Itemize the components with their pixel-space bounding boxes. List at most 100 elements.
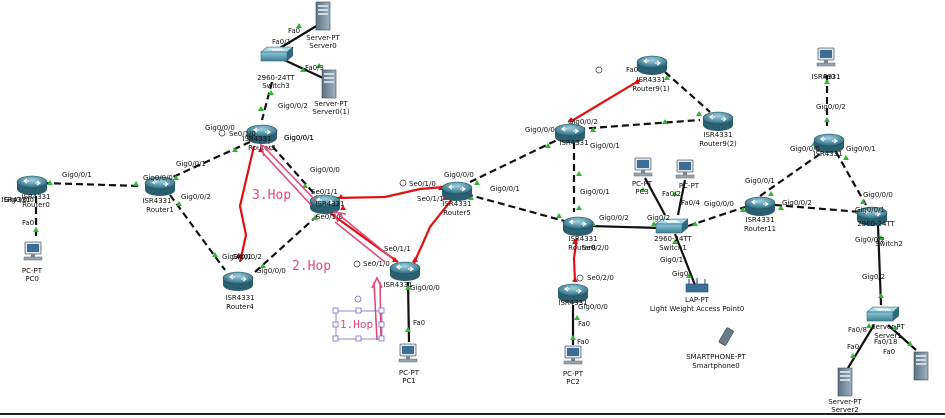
svg-text:Gig0/0/1: Gig0/0/1 bbox=[590, 142, 620, 150]
device-label: Router5 bbox=[443, 209, 471, 217]
router4[interactable]: ISR4331 Router4 bbox=[222, 271, 255, 311]
hop1-arrowhead bbox=[371, 276, 383, 289]
hop-annotations: 3.Hop 2.Hop 1.Hop bbox=[252, 143, 393, 342]
link-router11-router13 bbox=[759, 153, 821, 197]
device-model: Server-PT bbox=[306, 34, 340, 42]
svg-text:Gig0/0/1: Gig0/0/1 bbox=[490, 185, 520, 193]
svg-text:Gig0/0/1: Gig0/0/1 bbox=[745, 177, 775, 185]
svg-text:Fa0/1: Fa0/1 bbox=[272, 38, 291, 46]
rotate-handle[interactable] bbox=[354, 295, 362, 303]
svg-text:Fa0: Fa0 bbox=[288, 27, 300, 35]
link-router8-switch1 bbox=[589, 224, 661, 230]
link-router0-router1 bbox=[42, 181, 141, 188]
svg-text:Gig0/0/0: Gig0/0/0 bbox=[704, 200, 734, 208]
server-icon bbox=[913, 351, 929, 381]
access-point0[interactable]: LAP-PT Light Weight Access Point0 bbox=[650, 277, 744, 313]
pc4[interactable]: PC-PT bbox=[675, 159, 700, 190]
server1[interactable]: Server-PT Server2 bbox=[828, 367, 862, 414]
server0[interactable]: Server-PT Server0 bbox=[306, 1, 340, 50]
svg-text:Gig0/2: Gig0/2 bbox=[862, 273, 885, 281]
svg-text:Gig0/0/0: Gig0/0/0 bbox=[310, 166, 340, 174]
link-router11-router12 bbox=[774, 203, 861, 214]
router0[interactable]: ISR4331 Router0 bbox=[16, 175, 51, 209]
svg-text:Fa0: Fa0 bbox=[626, 66, 638, 74]
link-router5-router7-serial bbox=[412, 197, 454, 264]
svg-text:Gig0/0/2: Gig0/0/2 bbox=[782, 199, 812, 207]
router13-model-label: ISR4331 bbox=[813, 150, 842, 158]
svg-text:Fa0/8: Fa0/8 bbox=[848, 326, 867, 334]
smartphone0[interactable]: SMARTPHONE-PT Smartphone0 bbox=[686, 326, 747, 370]
switch2[interactable]: Server-PT Server1 bbox=[866, 306, 905, 340]
svg-text:Se0/1/1: Se0/1/1 bbox=[311, 188, 338, 196]
device-model: PC-PT bbox=[679, 182, 700, 190]
router7[interactable]: ISR4331 bbox=[383, 261, 421, 289]
router9-1[interactable]: ISR4331 Router9(1) bbox=[632, 55, 670, 93]
svg-text:Gig0/0/1: Gig0/0/1 bbox=[222, 253, 252, 261]
svg-text:Gig0/0/0: Gig0/0/0 bbox=[790, 145, 820, 153]
device-model: Server-PT bbox=[871, 323, 905, 331]
device-model: ISR4331 bbox=[383, 281, 412, 289]
device-model: 2960-24TT bbox=[257, 74, 295, 82]
device-model: ISR4331 bbox=[636, 76, 665, 84]
link-switch3-server0-1 bbox=[279, 57, 324, 79]
svg-text:Gig0/0/0: Gig0/0/0 bbox=[578, 303, 608, 311]
link-router6-router9-2 bbox=[577, 118, 701, 131]
router-icon bbox=[222, 271, 254, 292]
device-model: ISR4331 bbox=[225, 294, 254, 302]
pc5[interactable]: ISR4331 bbox=[811, 47, 841, 81]
clock-icon bbox=[595, 66, 603, 74]
svg-text:Se0/1/1: Se0/1/1 bbox=[384, 245, 411, 253]
clock-icon bbox=[353, 260, 361, 268]
device-model: ISR4331 bbox=[21, 193, 50, 201]
clock-icon bbox=[399, 179, 407, 187]
switch-icon bbox=[866, 306, 900, 322]
hop3-arrow bbox=[261, 151, 312, 206]
device-model: ISR4331 bbox=[142, 197, 171, 205]
svg-text:Fa0: Fa0 bbox=[823, 73, 835, 81]
server2[interactable] bbox=[913, 351, 929, 381]
router1[interactable]: ISR4331 Router1 bbox=[142, 176, 176, 214]
router8[interactable]: ISR4331 bbox=[562, 216, 598, 243]
device-model: ISR4331 bbox=[442, 200, 471, 208]
devices: Server-PT Server0 2960-24TT Switch3 Serv… bbox=[16, 1, 929, 414]
svg-text:Gig0/0/0: Gig0/0/0 bbox=[525, 126, 555, 134]
svg-text:Gig0/0/2: Gig0/0/2 bbox=[181, 193, 211, 201]
router-icon bbox=[702, 111, 734, 132]
svg-text:Fa0/2: Fa0/2 bbox=[662, 190, 681, 198]
switch1[interactable]: 2960-24TT Switch1 bbox=[654, 218, 693, 252]
resize-handles[interactable] bbox=[332, 307, 385, 342]
device-model: ISR4331 bbox=[811, 73, 840, 81]
pc2[interactable]: PC-PT PC2 bbox=[563, 345, 584, 386]
svg-text:Fa0: Fa0 bbox=[413, 319, 425, 327]
device-label: Switch1 bbox=[659, 244, 687, 252]
device-model: ISR4331 bbox=[568, 235, 597, 243]
svg-text:Se0/2/0: Se0/2/0 bbox=[582, 244, 609, 252]
server-icon bbox=[321, 69, 337, 99]
port-status-markers bbox=[33, 23, 913, 358]
router-icon bbox=[389, 261, 421, 282]
device-label: Router0 bbox=[22, 201, 50, 209]
switch3[interactable]: 2960-24TT Switch3 bbox=[257, 46, 296, 90]
hop3-arrowhead bbox=[259, 143, 273, 157]
link-router2-router5-serial bbox=[334, 185, 445, 200]
pc0[interactable]: PC-PT PC0 bbox=[22, 241, 43, 283]
svg-text:Fa0: Fa0 bbox=[578, 320, 590, 328]
router9-2[interactable]: ISR4331 Router9(2) bbox=[699, 111, 737, 148]
device-label: Router4 bbox=[226, 303, 254, 311]
svg-text:Gig0/0/1: Gig0/0/1 bbox=[855, 206, 885, 214]
svg-text:Gig0/0/0: Gig0/0/0 bbox=[256, 267, 286, 275]
access-point-icon bbox=[685, 277, 709, 293]
router11[interactable]: ISR4331 Router11 bbox=[744, 196, 776, 233]
pc1[interactable]: PC-PT PC1 bbox=[398, 343, 420, 385]
router5[interactable]: ISR4331 Router5 bbox=[441, 181, 473, 217]
svg-text:Se0/1/0: Se0/1/0 bbox=[363, 260, 390, 268]
pc3[interactable]: PC-PT PC3 bbox=[632, 157, 653, 196]
svg-text:Gig0/0/1: Gig0/0/1 bbox=[846, 145, 876, 153]
svg-text:Fa0/3: Fa0/3 bbox=[305, 64, 324, 72]
server0-1[interactable]: Server-PT Server0(1) bbox=[312, 69, 350, 116]
server-icon bbox=[837, 367, 853, 397]
overlapped-device-labels: ISR4331 ISR4331 Router8 ISR4331 ISR4331 … bbox=[1, 139, 902, 307]
pc-icon bbox=[675, 159, 695, 179]
link-router13-router12 bbox=[835, 151, 867, 206]
clock-icon bbox=[576, 274, 584, 282]
